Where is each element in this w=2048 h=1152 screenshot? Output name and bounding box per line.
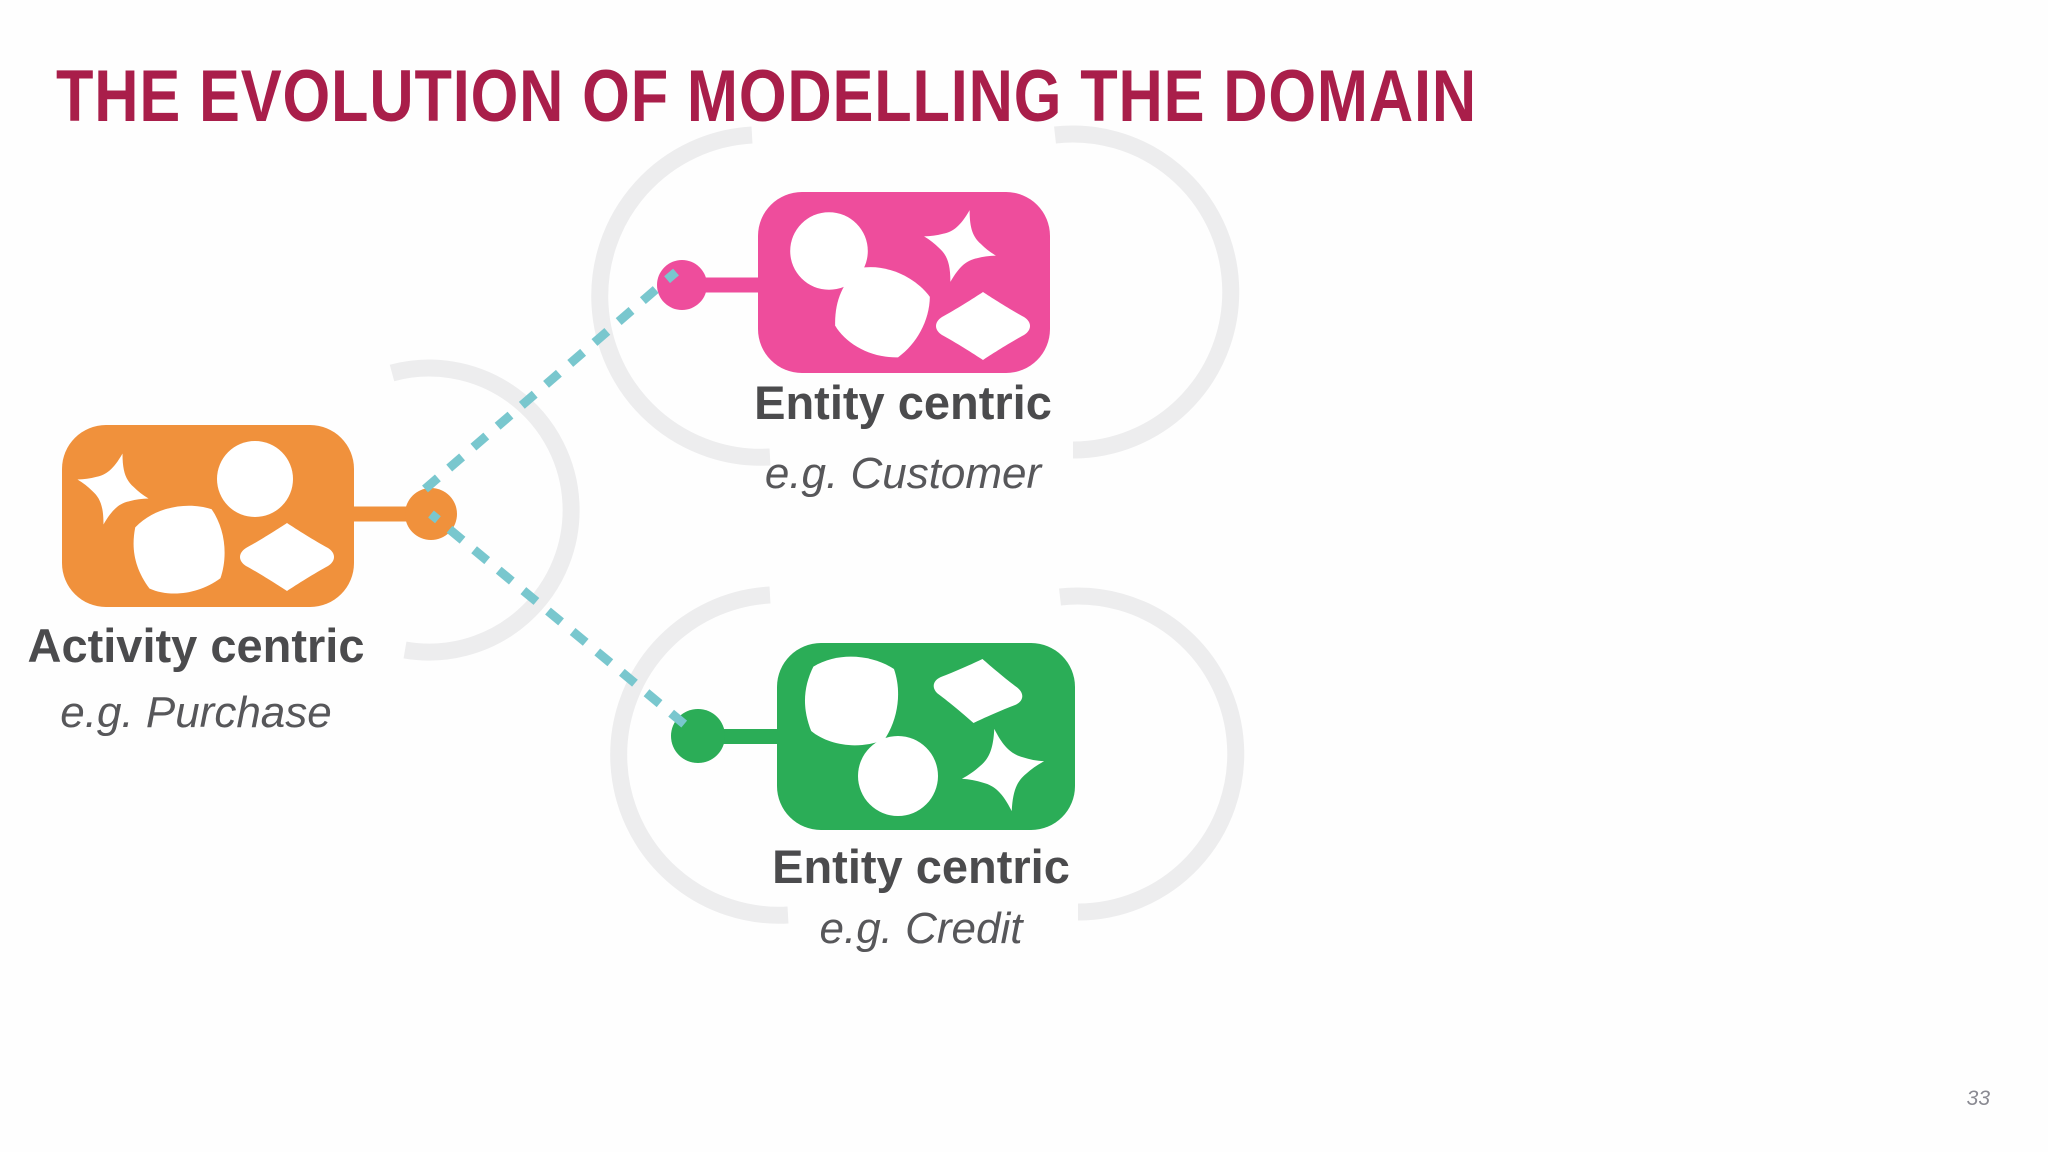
dashed-connector-line-to-credit <box>428 510 698 737</box>
entity-credit-example: e.g. Credit <box>819 904 1023 953</box>
circle-shape-icon <box>217 441 293 517</box>
entity-customer-card-icon <box>758 192 1050 373</box>
entity-customer-example: e.g. Customer <box>764 449 1042 498</box>
entity-credit-card-icon <box>777 643 1075 830</box>
activity-card-icon <box>62 425 354 607</box>
entity-credit-left-arc <box>610 586 789 924</box>
entity-credit-label: Entity centric <box>772 840 1070 893</box>
entity-customer-label: Entity centric <box>754 376 1052 429</box>
blob-shape-icon <box>801 652 902 750</box>
evolution-links <box>422 268 698 737</box>
dashed-connector-line-to-customer <box>422 268 679 493</box>
background-arcs <box>389 125 1245 924</box>
entity-credit-right-arc <box>1059 587 1245 921</box>
circle-shape-icon <box>858 736 938 816</box>
activity-example: e.g. Purchase <box>60 688 332 737</box>
entity-customer-connector-node <box>657 260 707 310</box>
page-number: 33 <box>1966 1087 1990 1110</box>
activity-background-arc <box>389 359 580 661</box>
entity-customer-left-arc <box>591 126 771 466</box>
entity-customer-right-arc <box>1054 125 1240 459</box>
slide-title: THE EVOLUTION OF MODELLING THE DOMAIN <box>56 56 1477 137</box>
activity-label: Activity centric <box>27 619 365 672</box>
